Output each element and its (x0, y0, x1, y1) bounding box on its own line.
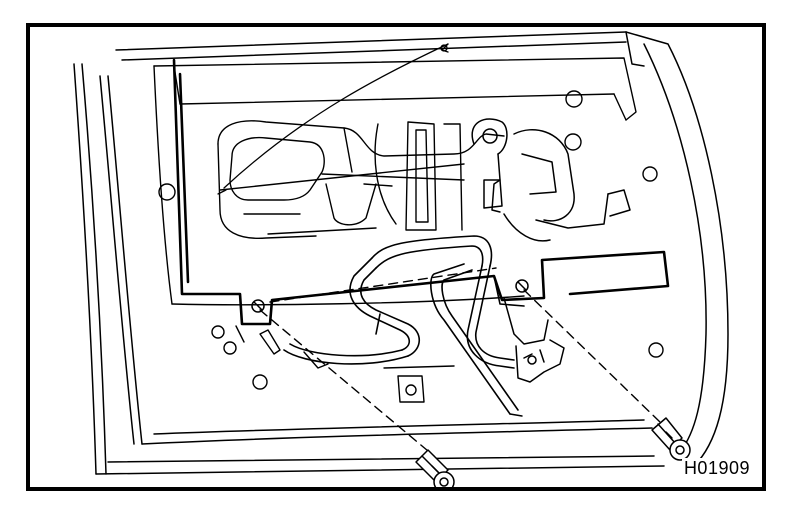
lock-linkage-rods (283, 235, 525, 415)
regulator-openings (217, 120, 505, 239)
lower-bracket (235, 325, 523, 417)
figure-frame: H01909 (26, 23, 766, 491)
bolt-guide-lines (259, 267, 663, 457)
bolt-hole-right (515, 279, 529, 293)
figure-code-label: H01909 (681, 458, 752, 479)
bolt-hole-left (251, 299, 265, 313)
door-outer-shell (73, 31, 729, 475)
door-assembly-diagram (73, 31, 729, 487)
bolt-left (415, 449, 455, 487)
inner-panel (153, 57, 664, 390)
service-hole-frame (172, 58, 670, 326)
control-cable (217, 43, 449, 195)
bolt-right (651, 417, 691, 461)
door-lock-assembly (471, 118, 631, 383)
